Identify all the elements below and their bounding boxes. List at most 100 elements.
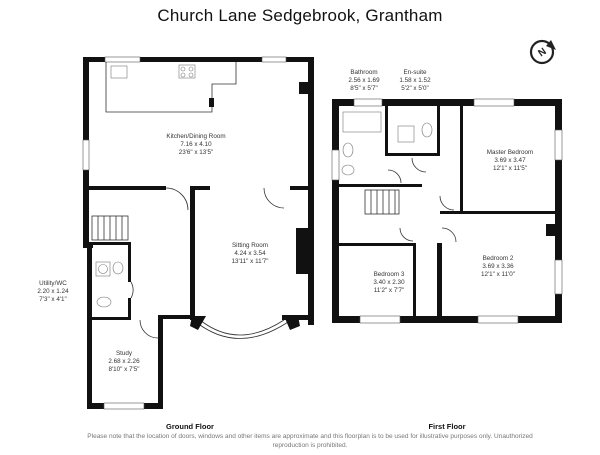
room-metric: 4.24 x 3.54 — [234, 250, 266, 257]
wall — [87, 248, 92, 408]
window — [554, 259, 563, 295]
window — [331, 149, 340, 181]
wall — [440, 211, 558, 214]
window — [104, 56, 141, 63]
room-name: Kitchen/Dining Room — [166, 133, 225, 140]
cupboard — [546, 224, 555, 236]
hob-ring-icon — [180, 72, 186, 78]
room-name: Bathroom — [350, 69, 377, 76]
wall — [83, 243, 93, 248]
room-name: Utility/WC — [39, 280, 67, 287]
wc-icon — [112, 261, 124, 275]
window — [261, 56, 287, 63]
wall — [83, 57, 313, 62]
drum-icon — [98, 264, 108, 274]
room-imperial: 12'1" x 11'5" — [493, 165, 527, 172]
room-label-bedroom2: Bedroom 2 3.69 x 3.36 12'1" x 11'0" — [481, 255, 515, 278]
room-name: Bedroom 3 — [374, 271, 405, 278]
window — [103, 402, 145, 410]
wall — [332, 99, 562, 106]
room-imperial: 12'1" x 11'0" — [481, 271, 515, 278]
wall — [190, 190, 195, 320]
window — [554, 129, 563, 161]
wall — [332, 99, 339, 323]
room-metric: 2.68 x 2.26 — [108, 358, 140, 365]
door-swing — [165, 187, 189, 211]
room-name: Master Bedroom — [487, 149, 534, 156]
wc-icon — [421, 122, 433, 138]
room-imperial: 11'2" x 7'7" — [374, 287, 405, 294]
wall — [308, 57, 314, 325]
ground-floor-plan — [82, 56, 314, 410]
room-label-kitchen: Kitchen/Dining Room 7.16 x 4.10 23'6" x … — [166, 133, 225, 156]
wall — [158, 315, 194, 319]
bay-pier — [284, 316, 300, 330]
room-name: Bedroom 2 — [483, 255, 514, 262]
door-swing — [139, 319, 159, 339]
window — [82, 139, 90, 171]
wc-icon — [342, 142, 354, 158]
chimney-breast — [299, 82, 309, 94]
room-label-master: Master Bedroom 3.69 x 3.47 12'1" x 11'5" — [487, 149, 534, 172]
room-metric: 3.40 x 2.30 — [373, 279, 405, 286]
basin-icon — [96, 296, 112, 308]
room-metric: 3.69 x 3.47 — [494, 157, 526, 164]
wall — [332, 316, 562, 323]
room-label-bathroom: Bathroom 2.56 x 1.69 8'5" x 5'7" — [348, 69, 380, 92]
wall — [385, 153, 440, 156]
room-label-sitting: Sitting Room 4.24 x 3.54 13'11" x 11'7" — [231, 242, 268, 265]
window — [477, 315, 519, 324]
wall — [437, 243, 442, 318]
room-metric: 1.58 x 1.52 — [399, 77, 431, 84]
wall — [128, 298, 131, 320]
ground-floor-label: Ground Floor — [166, 422, 214, 431]
room-name: Study — [116, 350, 133, 357]
appliance — [209, 98, 214, 107]
wall — [338, 184, 422, 187]
first-floor-label: First Floor — [428, 422, 465, 431]
room-imperial: 13'11" x 11'7" — [231, 258, 268, 265]
wall — [437, 106, 440, 156]
room-imperial: 8'10" x 7'5" — [108, 366, 139, 373]
wall — [88, 186, 166, 190]
wall — [128, 242, 131, 282]
room-name: Sitting Room — [232, 242, 268, 249]
wall — [190, 186, 210, 190]
stairs-icon — [91, 215, 129, 241]
door-swing — [387, 169, 402, 184]
bath-icon — [342, 111, 382, 133]
wall — [158, 315, 163, 409]
room-metric: 2.20 x 1.24 — [37, 288, 69, 295]
hob-ring-icon — [188, 72, 194, 78]
window — [353, 98, 383, 107]
wall — [290, 186, 310, 190]
room-metric: 3.69 x 3.36 — [482, 263, 514, 270]
room-imperial: 5'2" x 5'0" — [401, 85, 429, 92]
window — [473, 98, 515, 107]
stairs-icon — [364, 189, 400, 215]
door-swing — [439, 195, 455, 211]
room-imperial: 7'3" x 4'1" — [39, 296, 67, 303]
bay-window — [195, 321, 289, 339]
room-label-utility: Utility/WC 2.20 x 1.24 7'3" x 4'1" — [37, 280, 69, 303]
bay-window — [199, 319, 285, 336]
door-swing — [130, 281, 134, 299]
sink-icon — [110, 65, 128, 79]
north-compass-icon: N — [529, 39, 556, 65]
room-imperial: 8'5" x 5'7" — [350, 85, 378, 92]
bay-pier — [190, 316, 206, 330]
disclaimer-text: Please note that the location of doors, … — [87, 433, 533, 449]
page-title: Church Lane Sedgebrook, Grantham — [157, 6, 443, 25]
window — [359, 315, 401, 324]
hob-ring-icon — [188, 66, 194, 72]
room-name: En-suite — [403, 69, 427, 76]
first-floor-plan — [331, 98, 563, 324]
hob-ring-icon — [180, 66, 186, 72]
room-label-bedroom3: Bedroom 3 3.40 x 2.30 11'2" x 7'7" — [373, 271, 405, 294]
door-swing — [263, 187, 285, 209]
room-label-ensuite: En-suite 1.58 x 1.52 5'2" x 5'0" — [399, 69, 431, 92]
wall — [413, 243, 416, 318]
shower-icon — [397, 125, 415, 143]
